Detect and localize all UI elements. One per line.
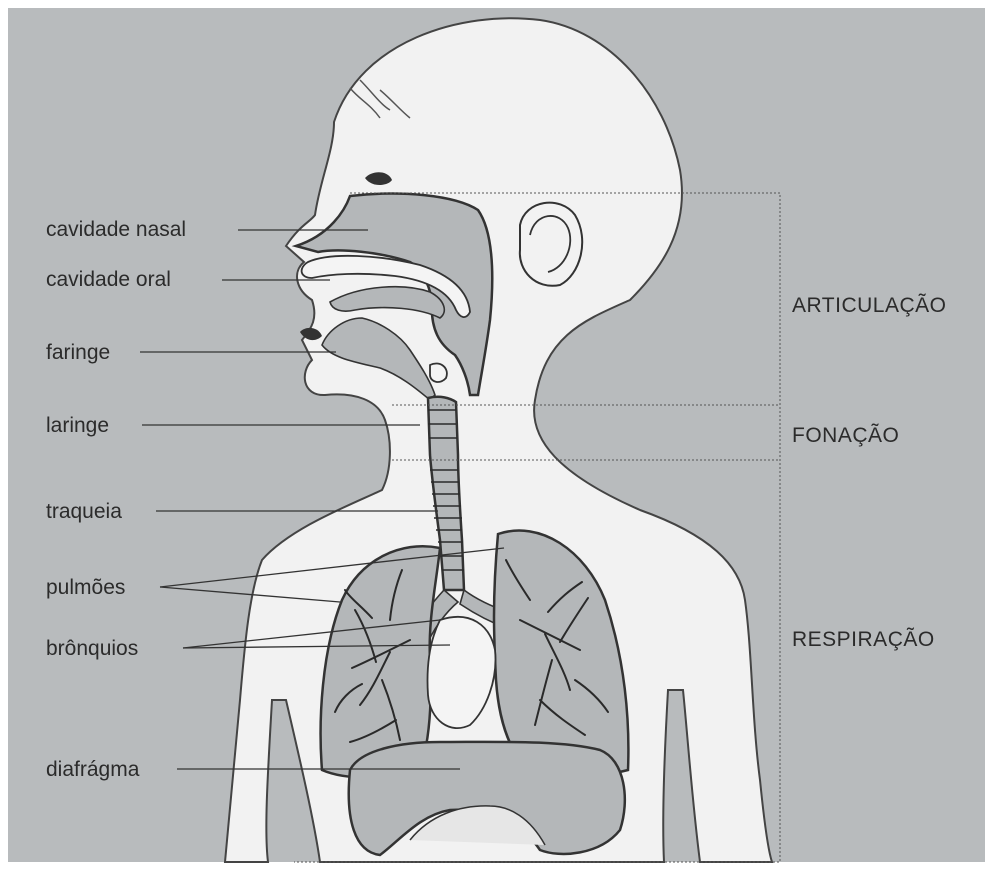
label-nasal-cavity: cavidade nasal (46, 218, 186, 241)
label-larynx: laringe (46, 414, 109, 437)
label-trachea: traqueia (46, 500, 122, 523)
label-lungs: pulmões (46, 576, 125, 599)
zone-phonation: FONAÇÃO (792, 423, 899, 447)
label-oral-cavity: cavidade oral (46, 268, 171, 291)
diaphragm (349, 742, 625, 855)
label-bronchi: brônquios (46, 637, 138, 660)
label-diaphragm: diafrágma (46, 758, 140, 781)
label-pharynx: faringe (46, 341, 110, 364)
zone-respiration: RESPIRAÇÃO (792, 627, 935, 651)
zone-articulation: ARTICULAÇÃO (792, 293, 946, 317)
